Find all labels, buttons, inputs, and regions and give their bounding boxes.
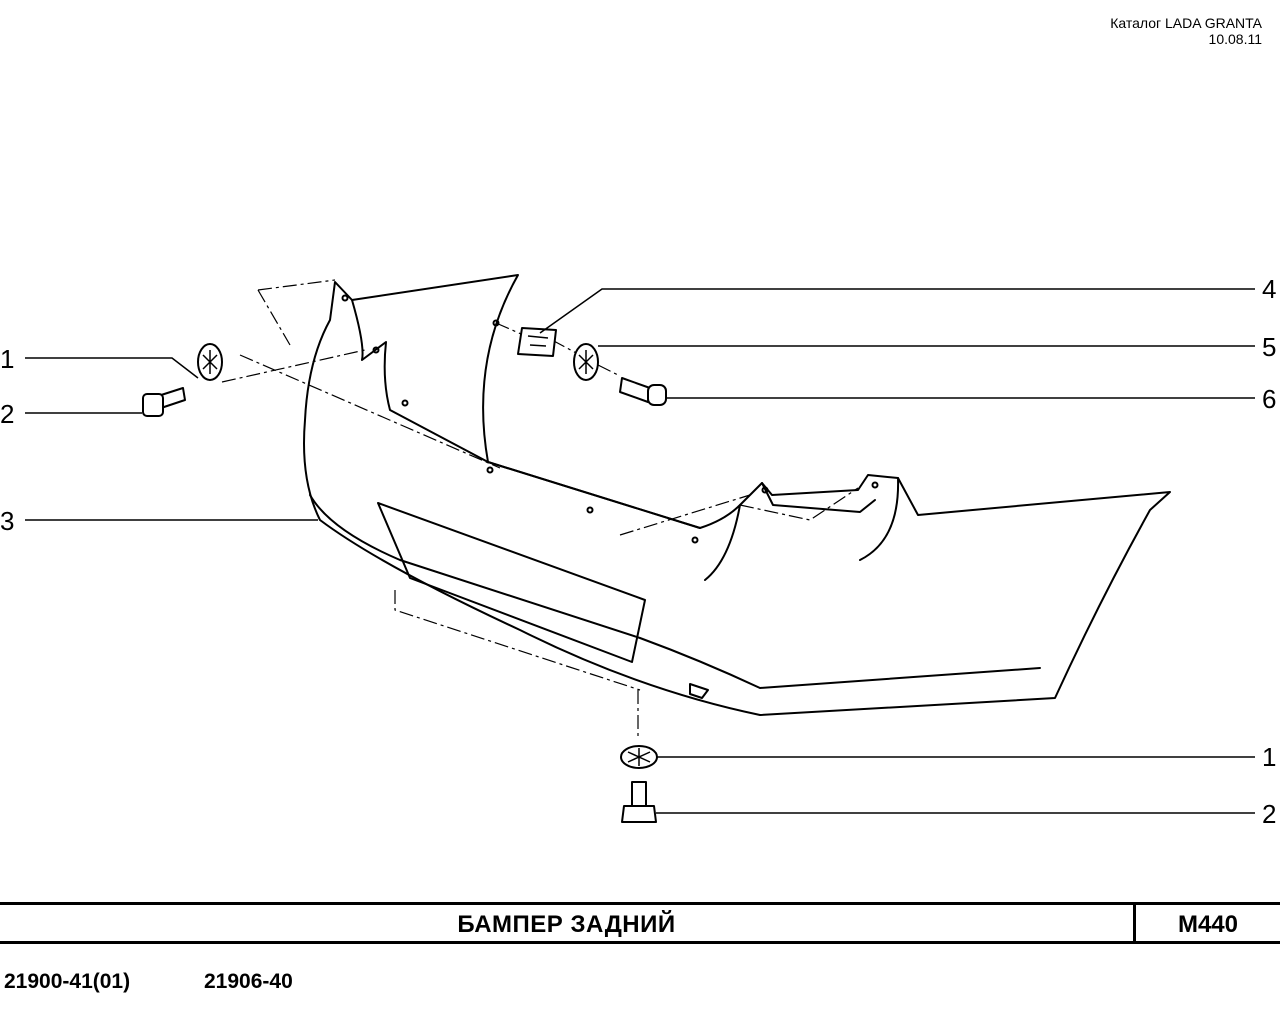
callout-4-right: 4 xyxy=(1262,274,1276,304)
washer-left xyxy=(197,343,223,381)
title-separator xyxy=(1133,905,1136,941)
exploded-parts-drawing: 1 2 3 4 5 6 1 2 xyxy=(0,274,1276,829)
drawing-title: БАМПЕР ЗАДНИЙ xyxy=(457,911,676,938)
callout-1-left: 1 xyxy=(0,344,14,374)
washer-bottom xyxy=(620,745,658,769)
license-plate-recess xyxy=(377,502,646,663)
callout-2-right: 2 xyxy=(1262,799,1276,829)
callout-2-left: 2 xyxy=(0,399,14,429)
model-number-1: 21900-41(01) xyxy=(4,970,131,993)
callout-3-left: 3 xyxy=(0,506,14,536)
drawing-code: М440 xyxy=(1177,911,1239,938)
clip xyxy=(517,327,557,357)
screw xyxy=(619,377,667,406)
bumper-outline xyxy=(303,274,1171,716)
catalog-name: Каталог LADA GRANTA xyxy=(1110,15,1262,31)
bolt-bottom xyxy=(621,781,657,823)
callout-5-right: 5 xyxy=(1262,332,1276,362)
callout-1-right: 1 xyxy=(1262,742,1276,772)
callout-6-right: 6 xyxy=(1262,384,1276,414)
catalog-date: 10.08.11 xyxy=(1208,31,1262,47)
bolt-left xyxy=(142,387,186,417)
model-number-2: 21906-40 xyxy=(204,970,293,993)
washer-right xyxy=(573,343,599,381)
title-bar: БАМПЕР ЗАДНИЙ М440 xyxy=(0,902,1280,944)
